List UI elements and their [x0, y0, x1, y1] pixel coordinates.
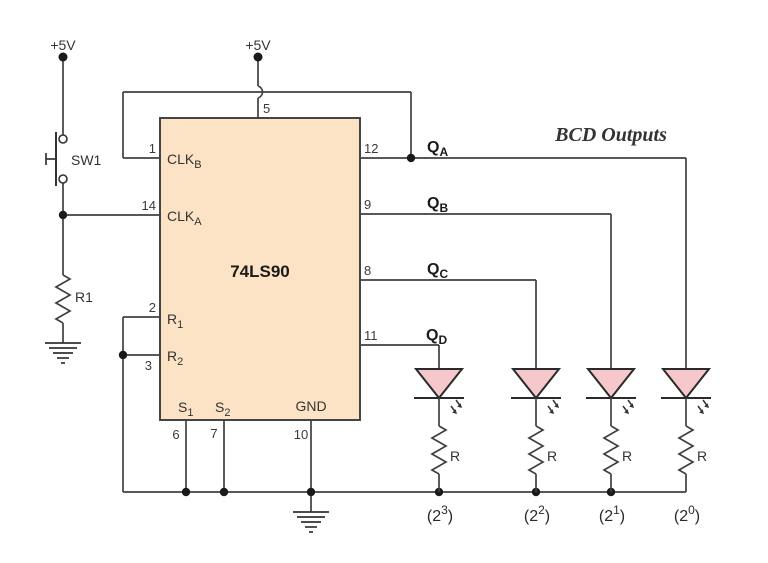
pin-number-10: 10	[294, 427, 308, 442]
r1-zigzag	[54, 274, 72, 324]
output-label-qb: QB	[427, 195, 448, 215]
resistor-zigzag	[430, 425, 448, 475]
ic-pin-r1: R1	[167, 311, 183, 331]
led-icon	[413, 368, 465, 400]
ic-pin-r2: R2	[167, 348, 183, 368]
ic-pin-clka: CLKA	[167, 208, 202, 228]
pin-number-2: 2	[149, 300, 156, 315]
rail-dot-gnd	[306, 487, 316, 497]
ground-symbol-r1	[45, 342, 81, 364]
bit-weight-label: (20)	[674, 503, 700, 525]
ic-pin-s2: S2	[215, 399, 230, 419]
resistor-zigzag	[602, 425, 620, 475]
rail-dot-s2	[219, 487, 229, 497]
ic-name: 74LS90	[230, 262, 290, 281]
resistor-label: R	[450, 448, 460, 464]
switch-terminal-top	[58, 134, 68, 144]
bcd-outputs-note: BCD Outputs	[554, 124, 667, 146]
switch-label: SW1	[71, 152, 102, 168]
resistor-label: R	[547, 448, 557, 464]
led-emission-arrows-icon	[622, 399, 634, 414]
led-column-qc: R (22)	[510, 368, 562, 525]
bit-weight-label: (22)	[524, 503, 550, 525]
resistor-zigzag	[527, 425, 545, 475]
resistor-label: R	[622, 448, 632, 464]
pin-number-14: 14	[142, 198, 156, 213]
resistor-zigzag	[677, 425, 695, 475]
led-column-qa: R (20)	[660, 368, 712, 525]
switch-terminal-bottom	[58, 174, 68, 184]
bit-weight-label: (21)	[599, 503, 625, 525]
ic-pin-s1: S1	[178, 399, 193, 419]
pin-number-5: 5	[263, 101, 270, 116]
led-emission-arrows-icon	[697, 399, 709, 414]
pin-number-12: 12	[364, 141, 378, 156]
clka-junction-dot	[58, 210, 68, 220]
pin-number-6: 6	[172, 427, 179, 442]
ic-pin-clkb: CLKB	[167, 151, 202, 171]
led-icon	[585, 368, 637, 400]
led-column-qb: R (21)	[585, 368, 637, 525]
vcc-top-label: +5V	[245, 37, 271, 53]
vcc-left-dot	[58, 52, 68, 62]
pin-number-11: 11	[364, 328, 378, 343]
ic-pin-gnd: GND	[295, 398, 326, 414]
pin-number-3: 3	[145, 358, 152, 373]
output-label-qa: QA	[427, 139, 448, 159]
output-label-qc: QC	[427, 261, 448, 281]
led-icon	[510, 368, 562, 400]
led-column-qd: R (23)	[413, 368, 465, 525]
led-emission-arrows-icon	[547, 399, 559, 414]
vcc-top-dot	[253, 52, 263, 62]
pushbutton-switch	[45, 132, 68, 186]
rail-dot-s1	[181, 487, 191, 497]
resistor-label: R	[697, 448, 707, 464]
pin-number-9: 9	[364, 197, 371, 212]
pin-number-7: 7	[210, 426, 217, 441]
pin-number-8: 8	[364, 263, 371, 278]
vcc-left-label: +5V	[50, 37, 76, 53]
bit-weight-label: (23)	[427, 503, 453, 525]
pullup-resistor-label: R1	[75, 289, 93, 305]
led-icon	[660, 368, 712, 400]
output-label-qd: QD	[426, 327, 447, 347]
wire-network	[54, 57, 687, 512]
qa-feedback-dot	[406, 153, 416, 163]
ic-body	[159, 117, 361, 421]
ground-symbol-ic	[293, 511, 329, 533]
wire-hop	[257, 85, 264, 99]
pin-number-1: 1	[149, 141, 156, 156]
reset-junction-dot	[118, 350, 128, 360]
led-emission-arrows-icon	[450, 399, 462, 414]
